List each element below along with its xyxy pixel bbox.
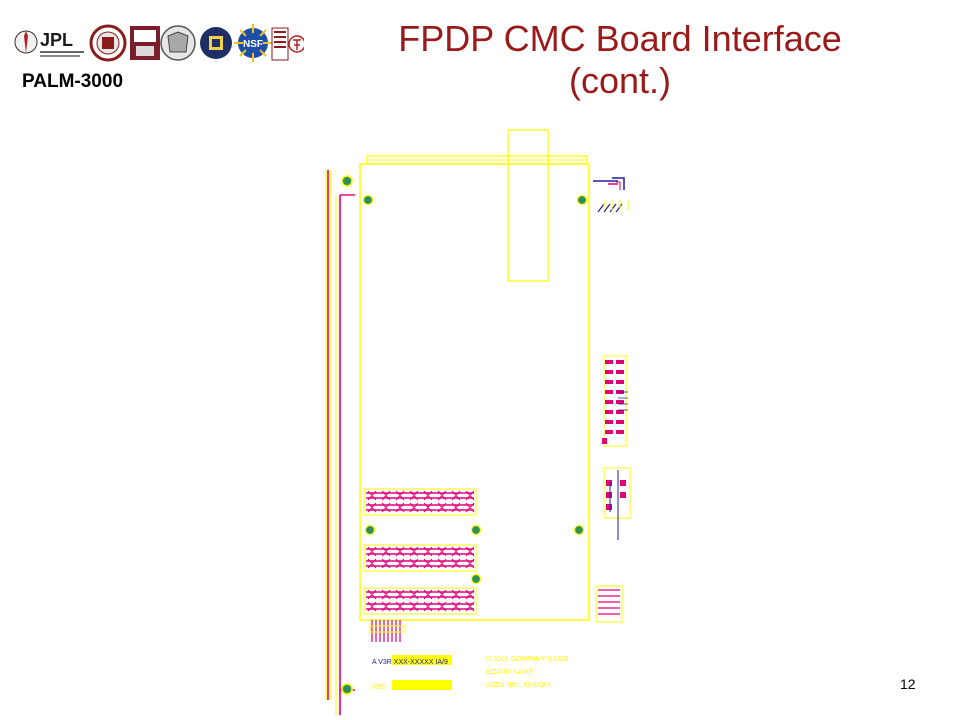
connector-array-2: [363, 544, 477, 572]
jpl-logo-text: JPL: [40, 30, 73, 50]
logo-strip: JPL: [14, 24, 304, 62]
front-panel-connector: [507, 129, 549, 282]
board-mount-holes: [362, 194, 588, 585]
right-component-column: [595, 355, 631, 623]
pcb-layout-drawing: A V3R XXX-XXXXX IA/9 REV © 2002 COMPANY …: [325, 129, 631, 715]
nsf-logo: NSF: [234, 24, 272, 62]
connector-array-1: [363, 488, 477, 516]
assembly-number-text: A V3R XXX-XXXXX IA/9: [372, 659, 448, 666]
oxford-crest-logo: [200, 27, 232, 59]
jpl-logo: JPL: [14, 30, 84, 57]
brand-symbol-logo: [288, 35, 304, 53]
lower-components: [369, 620, 405, 642]
connector-array-3: [363, 587, 477, 615]
board-outline: [359, 163, 590, 621]
caltech-seal-logo: [89, 24, 127, 62]
slide-title-line-2: (cont.): [568, 60, 672, 101]
board-name-text: BOARD NAME: [486, 669, 533, 676]
assy-no-text: ASSY NO : XXXXXX: [486, 682, 551, 689]
silkscreen-block: A V3R XXX-XXXXX IA/9 REV © 2002 COMPANY …: [372, 655, 568, 691]
copyright-text: © 2002 COMPANY NAME: [486, 655, 568, 663]
slide-title: FPDP CMC Board Interface (cont.): [370, 18, 870, 102]
slide-title-line-1: FPDP CMC Board Interface: [398, 18, 842, 59]
top-connector-bar: [366, 155, 588, 165]
page-number: 12: [900, 676, 916, 692]
amnh-logo: [271, 27, 289, 61]
university-seal-logo: [130, 26, 160, 60]
rail-mount-holes: [341, 175, 353, 695]
nsf-logo-text: NSF: [243, 39, 263, 50]
org-label: PALM-3000: [22, 71, 124, 92]
rev-label: REV: [372, 684, 387, 691]
top-right-components: [593, 177, 629, 213]
cornell-seal-logo: [160, 25, 196, 61]
left-rails: [325, 170, 355, 715]
